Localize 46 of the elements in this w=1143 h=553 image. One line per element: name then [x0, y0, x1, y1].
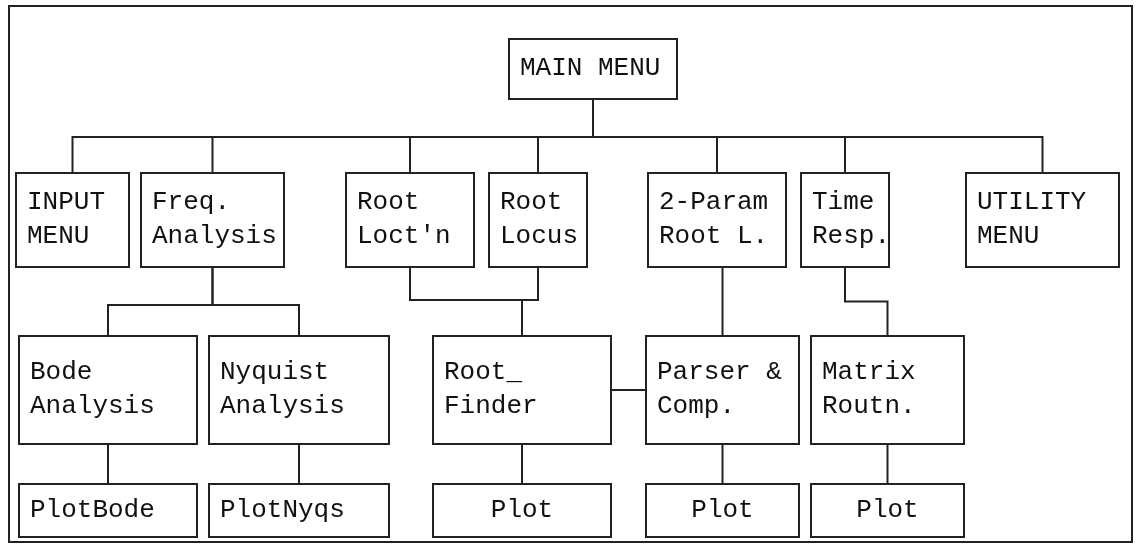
- menu-box: [208, 483, 390, 538]
- box-label: MAIN MENU: [520, 52, 661, 86]
- box-label: Matrix Routn.: [822, 356, 917, 423]
- box-label: Plot: [490, 493, 554, 527]
- box-label: Nyquist Analysis: [220, 356, 346, 423]
- box-label: Plot: [856, 493, 919, 527]
- menu-box: [647, 172, 787, 268]
- box-label: PlotBode: [30, 493, 155, 527]
- connector-line: [611, 389, 646, 391]
- menu-box: [800, 172, 890, 268]
- connector-line: [107, 444, 109, 484]
- connector-line: [521, 444, 523, 484]
- box-label: Root Loct'n: [357, 186, 452, 253]
- connector-line: [886, 444, 889, 484]
- box-label: Root Locus: [500, 186, 578, 253]
- box-label: Plot: [691, 493, 754, 527]
- menu-box: [965, 172, 1120, 268]
- menu-box: [810, 483, 965, 538]
- box-label: Time Resp.: [812, 186, 890, 253]
- menu-box: [645, 335, 800, 445]
- box-label: 2-Param Root L.: [659, 186, 770, 253]
- connector-line: [721, 267, 724, 336]
- menu-box: [18, 335, 198, 445]
- menu-box: [508, 38, 678, 100]
- box-label: Bode Analysis: [30, 356, 156, 423]
- box-label: PlotNyqs: [220, 493, 345, 527]
- box-label: INPUT MENU: [27, 186, 106, 253]
- menu-box: [208, 335, 390, 445]
- connector-line: [211, 267, 300, 336]
- menu-box: [432, 483, 612, 538]
- box-label: UTILITY MENU: [977, 186, 1088, 253]
- box-label: Root_ Finder: [444, 356, 539, 423]
- menu-box: [645, 483, 800, 538]
- menu-box: [18, 483, 198, 538]
- menu-box: [140, 172, 285, 268]
- menu-box: [15, 172, 130, 268]
- box-label: Freq. Analysis: [152, 186, 277, 253]
- menu-box: [345, 172, 475, 268]
- menu-box: [432, 335, 612, 445]
- menu-box: [810, 335, 965, 445]
- connector-line: [721, 444, 724, 484]
- box-label: Parser & Comp.: [657, 356, 783, 423]
- menu-box: [488, 172, 588, 268]
- connector-line: [521, 267, 539, 336]
- connector-line: [844, 267, 889, 336]
- connector-line: [298, 444, 300, 484]
